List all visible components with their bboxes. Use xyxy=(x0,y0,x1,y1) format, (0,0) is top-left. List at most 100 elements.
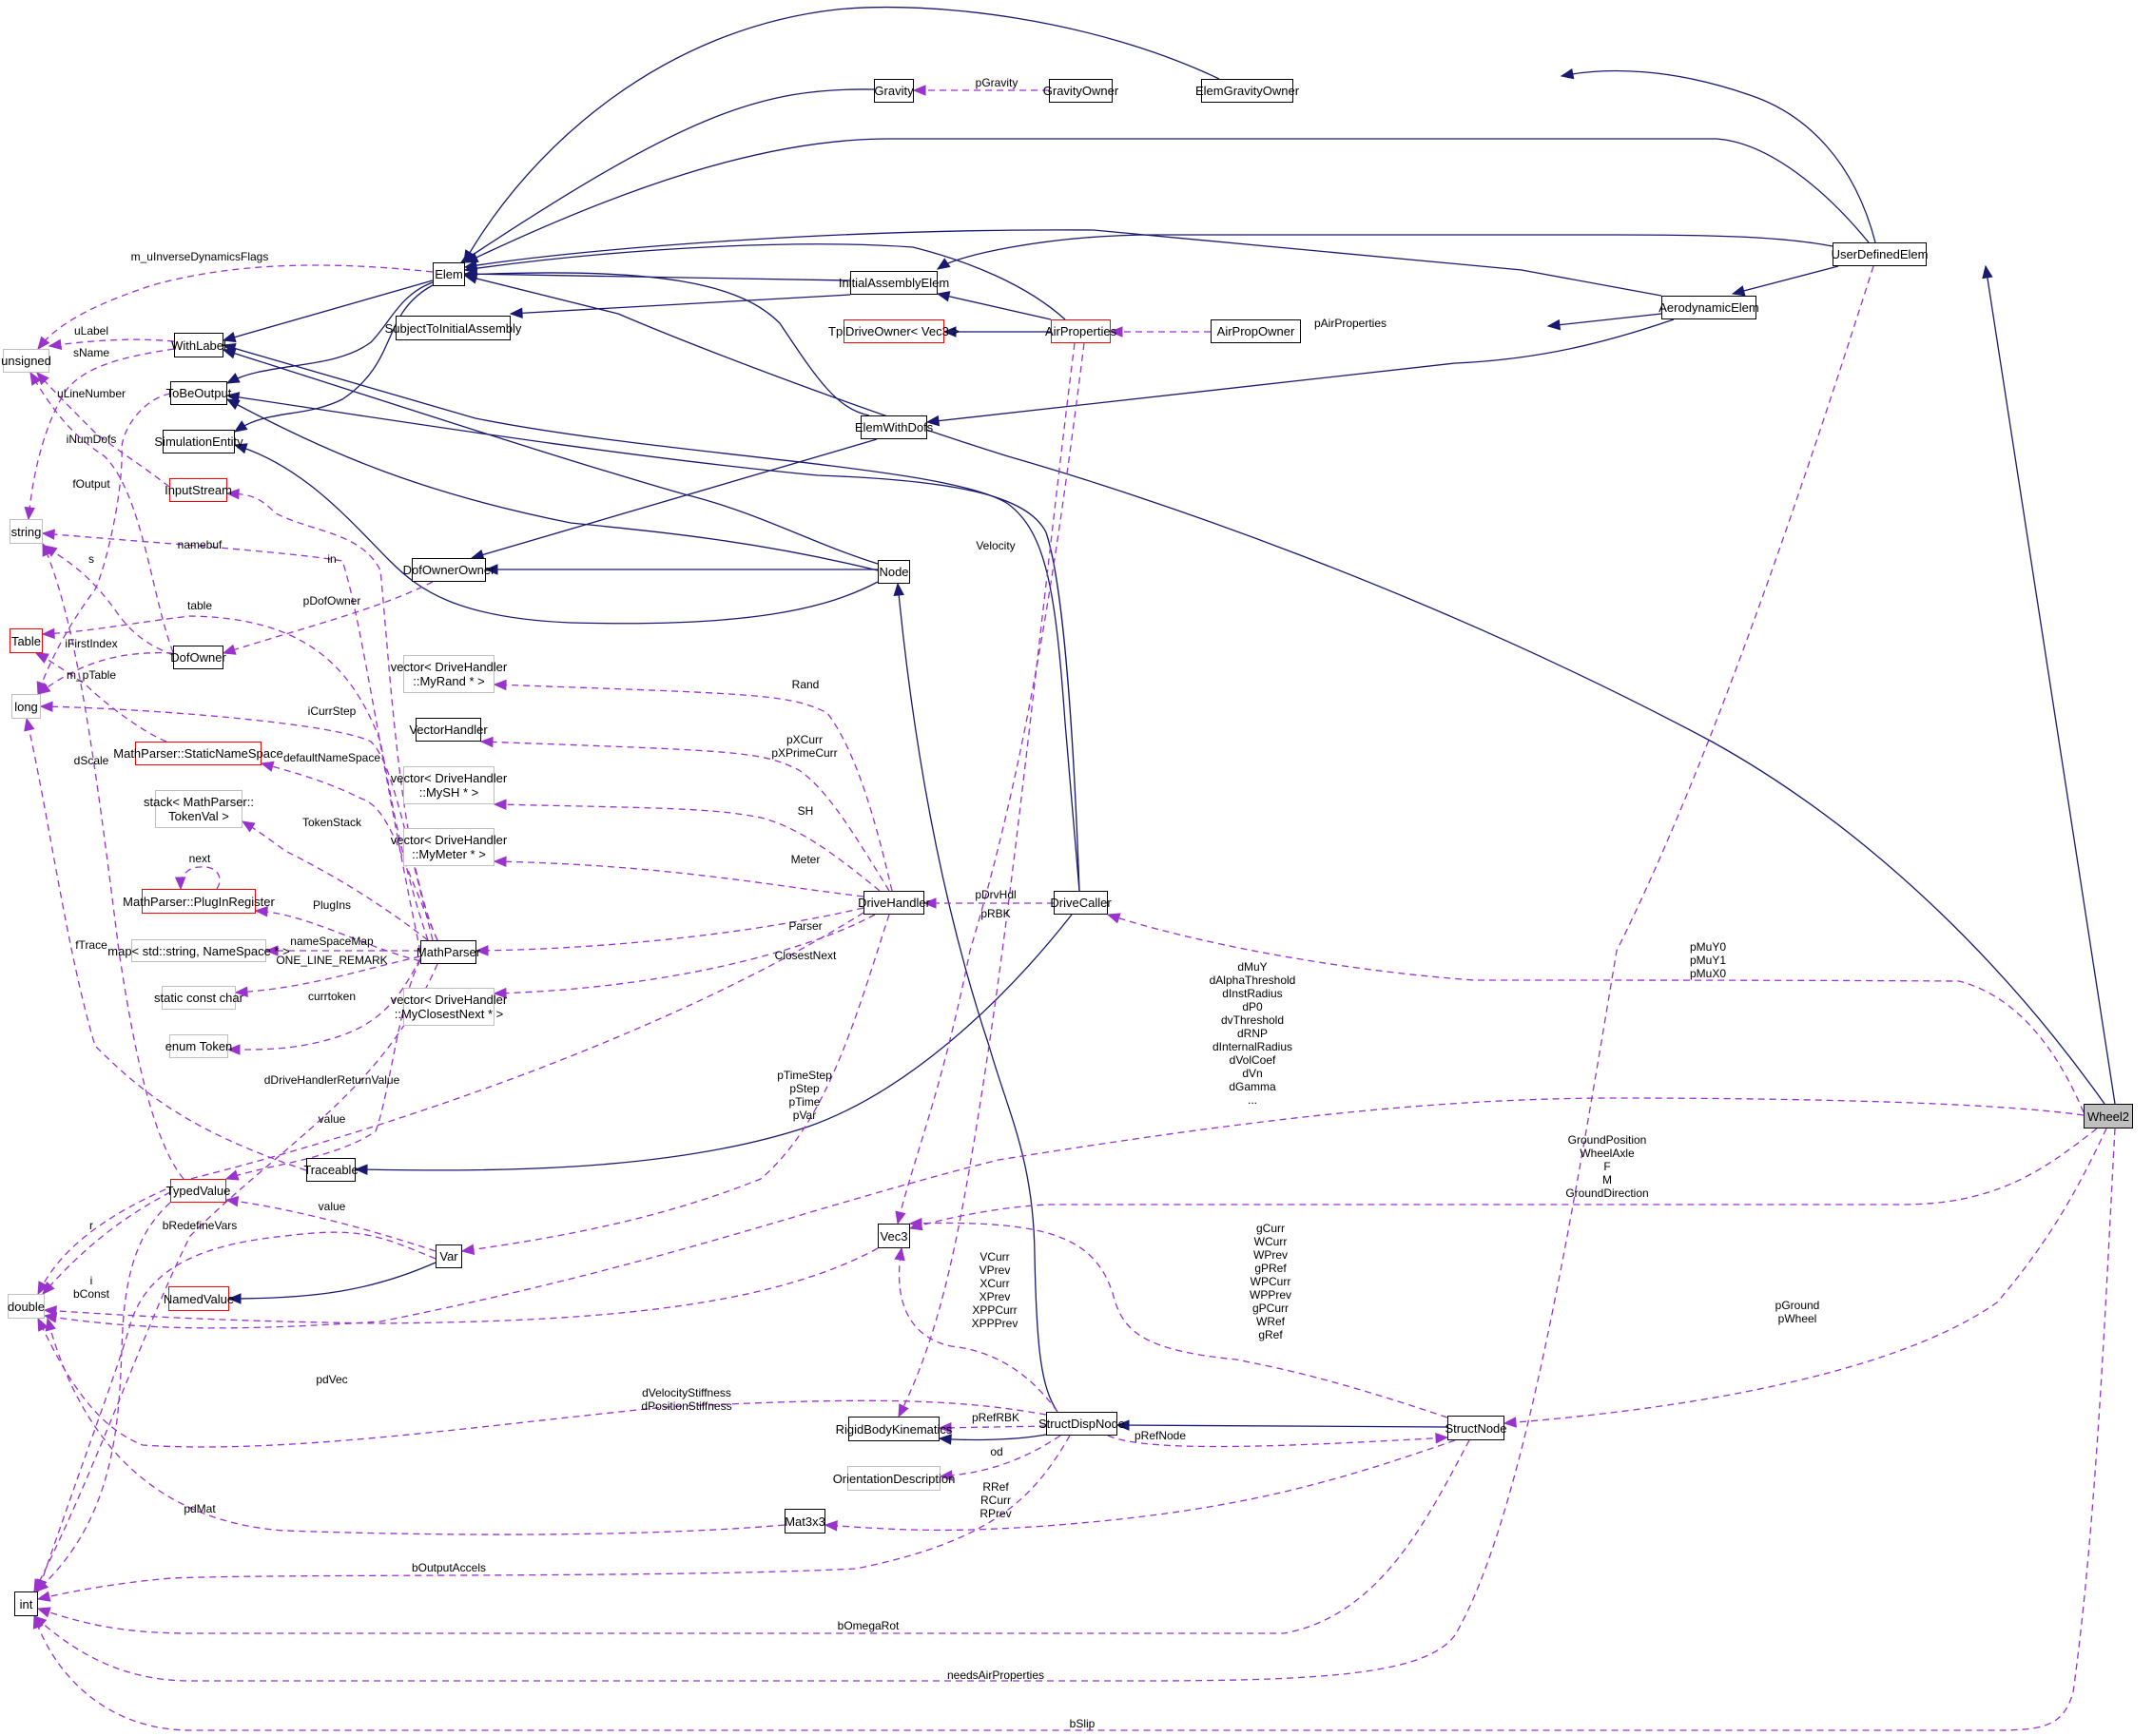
node-dofowner[interactable]: DofOwner xyxy=(170,646,226,669)
node-pluginregister[interactable]: MathParser::PlugInRegister xyxy=(123,889,275,914)
edge-structnode-mat3x3 xyxy=(824,1439,1456,1532)
node-int[interactable]: int xyxy=(14,1591,38,1616)
arrowhead xyxy=(226,1044,241,1055)
edge-tobeoutput-long xyxy=(37,393,171,695)
arrowhead xyxy=(1731,285,1746,297)
node-airproperties[interactable]: AirProperties xyxy=(1045,319,1116,343)
node-vector-myrand[interactable]: vector< DriveHandler ::MyRand * > xyxy=(391,655,507,693)
arrowhead xyxy=(32,1614,44,1630)
edge-label: value xyxy=(318,1200,346,1213)
node-withlabel[interactable]: WithLabel xyxy=(171,333,226,357)
edge-elemwithdofs-elem xyxy=(464,272,870,416)
node-vec3[interactable]: Vec3 xyxy=(878,1224,910,1248)
edge-label: needsAirProperties xyxy=(946,1668,1045,1682)
arrowhead xyxy=(24,717,35,732)
node-subjecttoinitialassembly[interactable]: SubjectToInitialAssembly xyxy=(385,316,521,340)
node-simulationentity[interactable]: SimulationEntity xyxy=(154,430,243,453)
edge-wheel2-structnode xyxy=(1503,1128,2107,1424)
arrowhead xyxy=(493,799,507,811)
edge-label: pTimeStep pStep pTime pVar xyxy=(777,1069,832,1122)
node-structdispnode[interactable]: StructDispNode xyxy=(1038,1412,1125,1436)
node-typedvalue[interactable]: TypedValue xyxy=(166,1179,230,1203)
node-string[interactable]: string xyxy=(10,519,43,544)
node-static-const-char[interactable]: static const char xyxy=(154,986,243,1010)
node-rigidbodykinematics[interactable]: RigidBodyKinematics xyxy=(836,1417,952,1441)
node-mathparser[interactable]: MathParser xyxy=(417,940,480,964)
node-structnode[interactable]: StructNode xyxy=(1445,1416,1507,1440)
edge-label: od xyxy=(990,1445,1003,1458)
node-namedvalue[interactable]: NamedValue xyxy=(164,1286,234,1311)
edge-drivecaller-tobeoutput xyxy=(226,395,1080,892)
edge-label: PlugIns xyxy=(312,898,352,912)
edge-dofowner-unsigned xyxy=(29,372,174,653)
node-double[interactable]: double xyxy=(8,1294,45,1319)
node-dofownerowner[interactable]: DofOwnerOwner xyxy=(403,558,495,582)
node-drivecaller[interactable]: DriveCaller xyxy=(1050,891,1112,915)
edge-label: table xyxy=(186,599,213,612)
node-aerodynamicelem[interactable]: AerodynamicElem xyxy=(1658,296,1759,319)
edge-userdefinedelem-elemgravityowner xyxy=(1561,69,1876,243)
node-vector-myclosestnext[interactable]: vector< DriveHandler ::MyClosestNext * > xyxy=(391,988,507,1026)
node-vectorhandler[interactable]: VectorHandler xyxy=(409,718,488,742)
node-userdefinedelem[interactable]: UserDefinedElem xyxy=(1832,242,1928,266)
edge-wheel2-vec3 xyxy=(909,1128,2098,1229)
edge-staticnamespace-table xyxy=(35,652,167,743)
node-vector-mymeter[interactable]: vector< DriveHandler ::MyMeter * > xyxy=(391,828,507,866)
edge-inputstream-unsigned xyxy=(36,372,170,488)
arrowhead xyxy=(41,529,55,540)
node-traceable[interactable]: Traceable xyxy=(303,1158,359,1182)
edge-traceable-long xyxy=(26,718,307,1171)
arrowhead xyxy=(43,1312,58,1323)
edge-var-double-bredefine xyxy=(37,1231,436,1592)
arrowhead xyxy=(37,1317,48,1332)
edge-mathparser-inputstream xyxy=(226,492,438,941)
arrowhead xyxy=(37,336,50,351)
edge-label: Parser xyxy=(788,919,823,933)
node-initialassemblyelem[interactable]: InitialAssemblyElem xyxy=(839,271,949,295)
edge-mathparser-plugin xyxy=(255,910,421,962)
edge-drivehandler-vectorhandler xyxy=(480,741,890,892)
node-elemgravityowner[interactable]: ElemGravityOwner xyxy=(1195,79,1299,103)
node-inputstream[interactable]: InputStream xyxy=(165,478,232,502)
node-vector-mysh[interactable]: vector< DriveHandler ::MySH * > xyxy=(391,766,507,804)
node-stack-tokenval[interactable]: stack< MathParser:: TokenVal > xyxy=(144,790,254,828)
arrowhead xyxy=(1106,913,1121,924)
arrowhead xyxy=(1435,1432,1449,1444)
node-var[interactable]: Var xyxy=(436,1244,462,1268)
node-mat3x3[interactable]: Mat3x3 xyxy=(785,1509,825,1533)
node-long[interactable]: long xyxy=(11,694,41,719)
node-elemwithdofs[interactable]: ElemWithDofs xyxy=(855,415,933,439)
node-gravityowner[interactable]: GravityOwner xyxy=(1043,79,1118,103)
edge-label: defaultNameSpace xyxy=(282,751,381,764)
node-gravity[interactable]: Gravity xyxy=(874,79,914,103)
node-staticnamespace[interactable]: MathParser::StaticNameSpace xyxy=(113,742,283,765)
edge-aerodynamicelem-elem xyxy=(464,229,1662,297)
edge-label: fOutput xyxy=(72,477,110,491)
edge-label: GroundPosition WheelAxle F M GroundDirec… xyxy=(1565,1133,1649,1200)
node-unsigned[interactable]: unsigned xyxy=(1,349,51,373)
node-elem[interactable]: Elem xyxy=(433,262,465,286)
edge-wheel2-userdefinedelem xyxy=(1985,265,2116,1105)
node-enum-token[interactable]: enum Token xyxy=(165,1034,232,1058)
edge-label: pRefRBK xyxy=(971,1411,1020,1424)
node-table[interactable]: Table xyxy=(10,628,43,653)
edge-node-withlabel xyxy=(223,349,879,565)
node-airpropowner[interactable]: AirPropOwner xyxy=(1211,319,1301,343)
edge-plugin-self xyxy=(180,866,221,890)
node-map-namespace[interactable]: map< std::string, NameSpace * > xyxy=(107,939,290,962)
edge-mathparser-staticconstchar xyxy=(235,955,421,993)
node-drivehandler[interactable]: DriveHandler xyxy=(858,891,930,915)
edge-label: pdVec xyxy=(316,1373,348,1386)
node-orientationdescription[interactable]: OrientationDescription xyxy=(833,1466,955,1491)
edge-label: iFirstIndex xyxy=(65,637,118,650)
node-tobeoutput[interactable]: ToBeOutput xyxy=(166,381,231,405)
node-tpldriveowner[interactable]: TplDriveOwner< Vec3 > xyxy=(828,319,960,343)
node-node[interactable]: Node xyxy=(878,560,910,584)
node-wheel2[interactable]: Wheel2 xyxy=(2084,1104,2133,1128)
edge-airproperties-vec3 xyxy=(897,342,1085,1225)
edge-mathparser-string xyxy=(42,532,421,953)
edge-label: bOmegaRot xyxy=(837,1619,900,1632)
edge-label: iCurrStep xyxy=(307,704,357,718)
edge-label: pMuY0 pMuY1 pMuX0 xyxy=(1689,940,1727,980)
arrowhead xyxy=(925,415,941,427)
